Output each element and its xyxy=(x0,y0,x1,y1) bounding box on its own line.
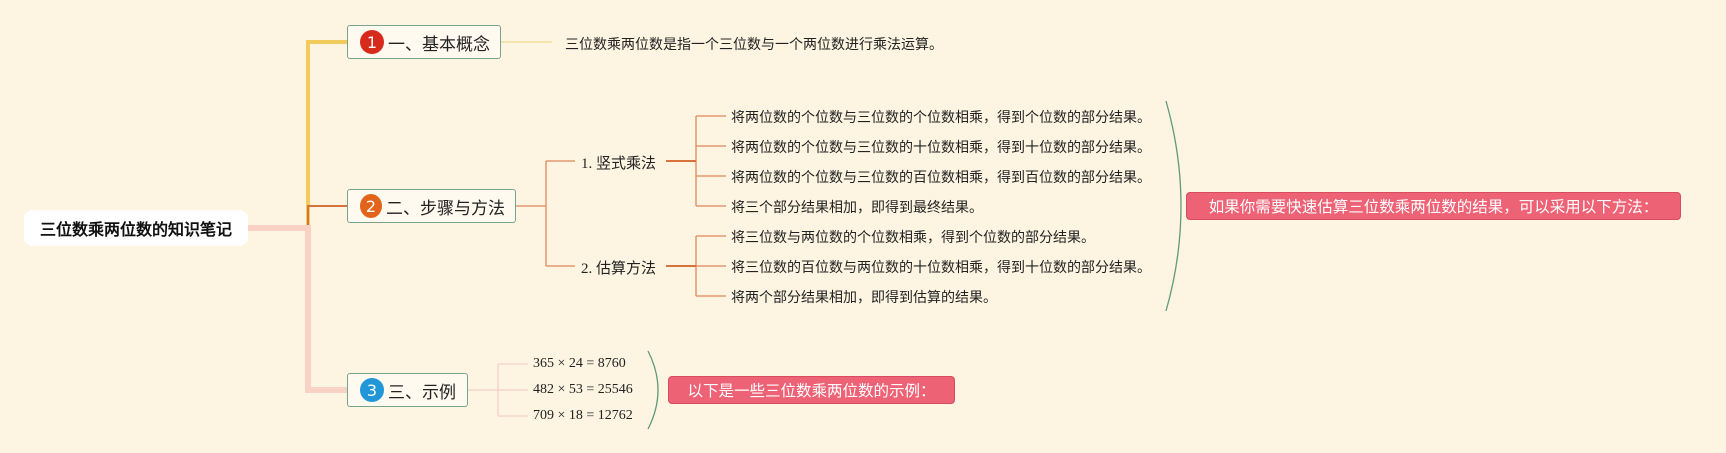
summary-bracket-examples xyxy=(647,350,659,430)
branch-topic-examples[interactable]: 3 三、示例 xyxy=(347,373,468,407)
branch-label: 一、基本概念 xyxy=(388,34,490,55)
connector-root-branch-2 xyxy=(248,205,347,229)
leaf-vertical-step-4[interactable]: 将三个部分结果相加，即得到最终结果。 xyxy=(731,201,983,216)
branch-label: 三、示例 xyxy=(388,382,456,403)
number-badge-2: 2 xyxy=(360,194,382,218)
sub-topic-estimation-method[interactable]: 2. 估算方法 xyxy=(581,261,657,277)
connector-root-branch-3 xyxy=(248,225,347,393)
number-badge-3: 3 xyxy=(360,378,384,402)
connector-branch-2-subs xyxy=(516,160,575,267)
connector-root-branch-1 xyxy=(248,40,347,230)
root-topic[interactable]: 三位数乘两位数的知识笔记 xyxy=(24,210,248,246)
leaf-vertical-step-3[interactable]: 将两位数的个位数与三位数的百位数相乘，得到百位数的部分结果。 xyxy=(731,171,1151,186)
leaf-example-3[interactable]: 709 × 18 = 12762 xyxy=(533,408,633,423)
leaf-estimation-step-1[interactable]: 将三位数与两位数的个位数相乘，得到个位数的部分结果。 xyxy=(731,231,1095,246)
sub-topic-vertical-multiplication[interactable]: 1. 竖式乘法 xyxy=(581,156,657,172)
branch-topic-basic-concept[interactable]: 1 一、基本概念 xyxy=(347,25,501,59)
leaf-example-2[interactable]: 482 × 53 = 25546 xyxy=(533,382,633,397)
leaf-vertical-step-1[interactable]: 将两位数的个位数与三位数的个位数相乘，得到个位数的部分结果。 xyxy=(731,111,1151,126)
summary-callout-steps[interactable]: 如果你需要快速估算三位数乘两位数的结果，可以采用以下方法： xyxy=(1186,192,1681,220)
leaf-vertical-step-2[interactable]: 将两位数的个位数与三位数的十位数相乘，得到十位数的部分结果。 xyxy=(731,141,1151,156)
branch-topic-steps-methods[interactable]: 2 二、步骤与方法 xyxy=(347,189,516,223)
summary-bracket-steps xyxy=(1165,100,1182,312)
summary-callout-examples[interactable]: 以下是一些三位数乘两位数的示例： xyxy=(668,376,955,404)
root-topic-label: 三位数乘两位数的知识笔记 xyxy=(39,220,232,239)
leaf-estimation-step-3[interactable]: 将两个部分结果相加，即得到估算的结果。 xyxy=(731,291,997,306)
branch-label: 二、步骤与方法 xyxy=(386,198,505,219)
leaf-basic-concept-definition[interactable]: 三位数乘两位数是指一个三位数与一个两位数进行乘法运算。 xyxy=(565,38,943,53)
connector-branch-3-leaves xyxy=(468,363,528,417)
number-badge-1: 1 xyxy=(360,30,384,54)
leaf-estimation-step-2[interactable]: 将三位数的百位数与两位数的十位数相乘，得到十位数的部分结果。 xyxy=(731,261,1151,276)
leaf-example-1[interactable]: 365 × 24 = 8760 xyxy=(533,356,626,371)
